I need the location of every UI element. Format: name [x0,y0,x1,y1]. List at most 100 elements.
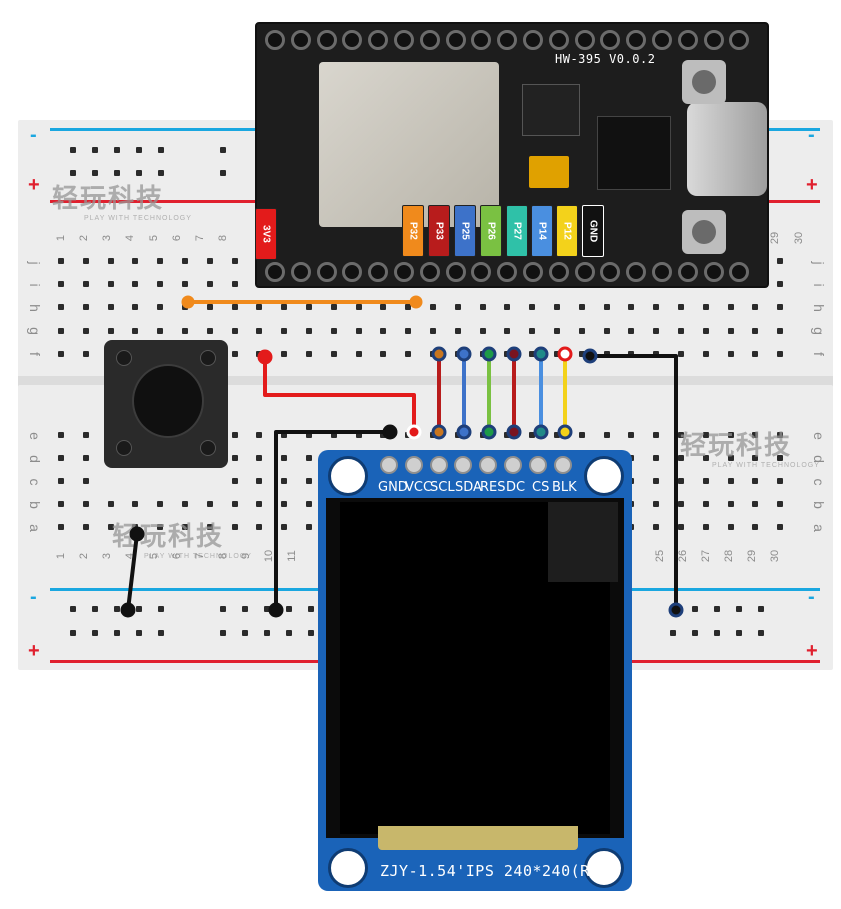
push-button-cap [132,364,204,438]
breadboard-hole [752,351,759,357]
breadboard-hole [82,281,89,287]
breadboard-hole [158,630,164,636]
pin-label-text: 3V3 [260,225,272,243]
rail-plus-sign-bottom-left: + [28,640,40,662]
breadboard-hole [132,258,139,264]
breadboard-hole [231,501,238,507]
breadboard-hole [603,304,610,310]
pin-label-gnd: GND [582,205,604,257]
breadboard-hole [454,328,461,334]
wire-end-vcc-lcd [406,424,422,440]
breadboard-hole [220,606,226,612]
lcd-pin-label-dc: DC [506,480,526,495]
breadboard-hole [554,304,560,310]
breadboard-hole [628,304,635,310]
breadboard-hole [653,524,660,530]
esp32-header-pin [574,262,595,282]
breadboard-hole [281,432,288,438]
breadboard-hole [504,328,511,334]
lcd-header-pin [454,456,473,474]
breadboard-hole [504,304,511,310]
pin-label-p33: P33 [428,205,450,257]
lcd-header-pin [404,456,423,474]
breadboard-hole [82,351,89,357]
breadboard-hole [107,258,114,264]
breadboard-hole [231,258,238,264]
breadboard-hole [264,606,270,612]
breadboard-hole [182,328,188,334]
breadboard-hole [206,258,213,264]
breadboard-hole [281,501,288,507]
wire-end-sda-top [456,346,472,362]
breadboard-hole [578,432,585,438]
esp32-header-pin [729,262,750,282]
breadboard-hole [58,328,64,334]
breadboard-hole [114,147,120,153]
breadboard-hole [306,478,312,484]
breadboard-hole [264,630,270,636]
breadboard-hole [107,524,114,530]
push-button-corner [200,350,216,366]
breadboard-hole [132,501,139,507]
breadboard-hole [158,170,164,176]
breadboard-hole [777,501,784,507]
breadboard-hole [330,328,337,334]
esp32-header-pin [419,30,440,50]
esp32-header-pin [626,30,647,50]
breadboard-hole [355,328,362,334]
lcd-module: ZJY-1.54'IPS 240*240(RGB) [318,450,632,891]
breadboard-hole [92,147,98,153]
breadboard-hole [182,501,188,507]
lcd-pin-label-cs: CS [532,480,550,495]
breadboard-hole [256,501,263,507]
wire-end-cs-top [533,346,549,362]
breadboard-hole [777,328,784,334]
pin-label-text: P12 [561,222,573,240]
lcd-header-pin [528,456,547,474]
breadboard-hole [714,630,720,636]
breadboard-hole [752,455,759,461]
breadboard-hole [702,432,709,438]
breadboard-hole [256,304,263,310]
lcd-pin-label-res: RES [480,480,506,495]
breadboard-hole [578,351,585,357]
breadboard-hole [107,328,114,334]
rail-plus-sign-top-right: + [806,174,818,196]
breadboard-hole [58,258,64,264]
breadboard-hole [231,328,238,334]
breadboard-hole [578,328,585,334]
wire-button-gnd [126,532,139,612]
pin-label-p27: P27 [506,205,528,257]
breadboard-hole [220,630,226,636]
wire-end-gnd-rail-left [268,602,284,618]
breadboard-hole [92,630,98,636]
breadboard-hole [479,304,486,310]
lcd-mount-hole [584,848,624,888]
breadboard-hole [736,630,742,636]
wire-end-sda-lcd [456,424,472,440]
breadboard-hole [132,328,139,334]
breadboard-hole [380,328,387,334]
breadboard-hole [92,170,98,176]
breadboard-hole [330,351,337,357]
breadboard-hole [82,501,89,507]
breadboard-hole [678,304,684,310]
esp32-header-pin [652,262,672,282]
breadboard-hole [136,630,142,636]
push-button-corner [116,350,132,366]
breadboard-hole [405,351,412,357]
tantalum-capacitor [529,156,569,188]
breadboard-hole [777,478,784,484]
breadboard-hole [529,328,536,334]
breadboard-hole [330,304,337,310]
breadboard-hole [70,147,76,153]
breadboard-hole [281,328,288,334]
wire-gnd-lcd [274,430,392,612]
breadboard-hole [777,455,784,461]
wire-end-res-top [481,346,497,362]
push-button-corner [200,440,216,456]
usb-c-port [687,102,767,196]
wire-end-gnd-rail-right [668,602,684,618]
